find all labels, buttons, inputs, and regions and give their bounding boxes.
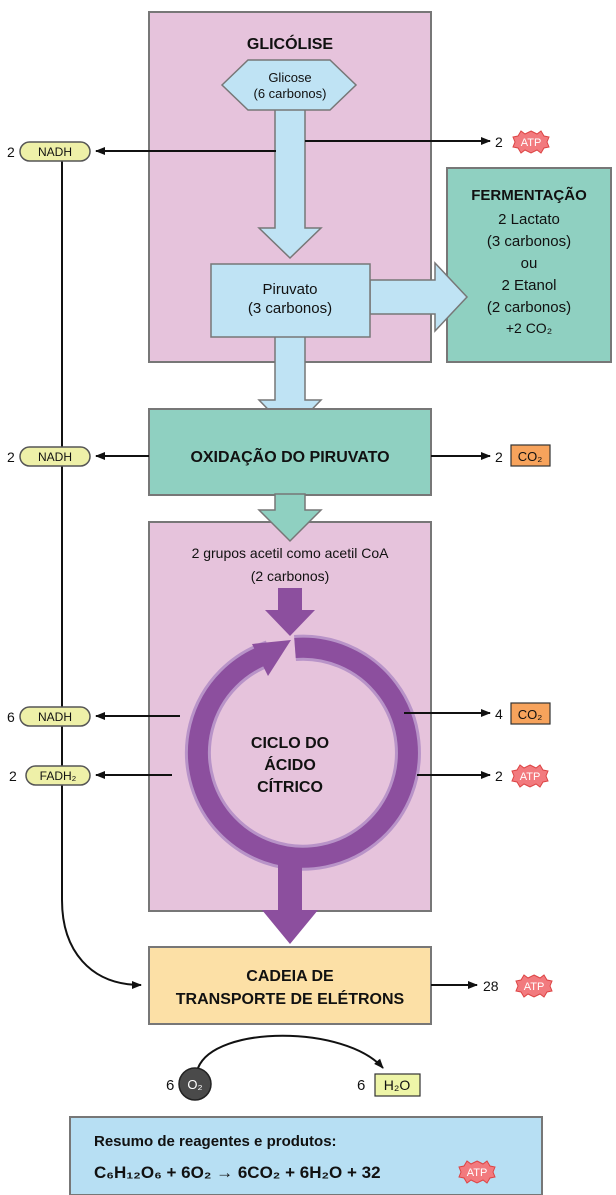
nadh-label: NADH [38, 710, 72, 724]
cycle-arrowhead [252, 640, 291, 676]
summary-box [69, 1116, 543, 1195]
oxygen-label: O₂ [187, 1077, 202, 1092]
output-count: 2 [495, 768, 503, 784]
glucose-carbons: (6 carbonos) [254, 86, 327, 101]
atp-label: ATP [521, 137, 542, 149]
etc-box [148, 946, 432, 1025]
co2-label: CO₂ [518, 707, 543, 722]
atp-starburst [458, 1160, 496, 1184]
nadh-badge [19, 706, 91, 727]
output-count: 2 [7, 144, 15, 160]
output-count: 28 [483, 978, 499, 994]
co2-box [510, 444, 551, 467]
nadh-label: NADH [38, 145, 72, 159]
nadh-collector-line [61, 160, 142, 989]
fermentation-line: (3 carbonos) [487, 233, 571, 250]
fermentation-line: ou [521, 255, 538, 272]
co2-label: CO₂ [518, 449, 543, 464]
pyruvate-oxidation-box [148, 408, 432, 496]
output-count: 6 [7, 709, 15, 725]
summary-atp-label: ATP [467, 1167, 488, 1179]
atp-starburst [511, 764, 549, 788]
summary-equation: C₆H₁₂O₆ + 6O₂ → 6CO₂ + 6H₂O + 32 [94, 1163, 381, 1182]
atp-starburst [512, 130, 550, 154]
cycle-ring-core [188, 637, 418, 868]
acetyl-entry-arrow [265, 588, 315, 636]
nadh-badge [19, 141, 91, 162]
summary-title: Resumo de reagentes e produtos: [94, 1133, 337, 1150]
acetyl-coa-label: 2 grupos acetil como acetil CoA [192, 545, 390, 561]
cycle-to-etc-arrow [262, 858, 318, 944]
etc-title: TRANSPORTE DE ELÉTRONS [176, 989, 405, 1008]
pyruvate-oxidation-title: OXIDAÇÃO DO PIRUVATO [190, 446, 389, 466]
co2-box [510, 702, 551, 725]
oxidation-to-acetyl-arrow [257, 493, 323, 543]
acetyl-coa-carbons: (2 carbonos) [251, 568, 330, 584]
atp-label: ATP [524, 981, 545, 993]
pyruvate-label: Piruvato [262, 281, 317, 298]
citric-cycle-title: CICLO DO [251, 735, 329, 752]
pyruvate-carbons: (3 carbonos) [248, 300, 332, 317]
fermentation-line: (2 carbonos) [487, 299, 571, 316]
fermentation-panel [446, 167, 612, 363]
oxygen-to-water-arrow [197, 1034, 384, 1069]
output-count: 2 [7, 449, 15, 465]
fermentation-title: FERMENTAÇÃO [471, 186, 587, 204]
fadh2-badge [25, 765, 91, 786]
water-count: 6 [357, 1077, 365, 1094]
fermentation-line: +2 CO₂ [506, 320, 552, 336]
citric-cycle-title: CÍTRICO [257, 777, 323, 796]
water-box [374, 1073, 421, 1097]
pyruvate-box [210, 263, 371, 338]
water-label: H₂O [384, 1077, 411, 1093]
nadh-label: NADH [38, 450, 72, 464]
citric-cycle-title: ÁCIDO [264, 755, 316, 774]
glucose-to-pyruvate-arrow [257, 104, 323, 260]
nadh-badge [19, 446, 91, 467]
output-count: 2 [495, 449, 503, 465]
atp-label: ATP [520, 771, 541, 783]
output-count: 2 [9, 768, 17, 784]
glycolysis-title: GLICÓLISE [247, 34, 334, 53]
output-count: 4 [495, 706, 503, 722]
output-count: 2 [495, 134, 503, 150]
fermentation-line: 2 Lactato [498, 211, 560, 228]
oxygen-count: 6 [166, 1077, 174, 1094]
fadh2-label: FADH₂ [40, 769, 77, 783]
glucose-hexagon [220, 59, 358, 111]
glucose-label: Glicose [268, 70, 311, 85]
atp-starburst [515, 974, 553, 998]
etc-title: CADEIA DE [246, 968, 334, 985]
oxygen-circle [178, 1067, 212, 1101]
pyruvate-to-fermentation-arrow [369, 261, 469, 333]
fermentation-line: 2 Etanol [501, 277, 556, 294]
